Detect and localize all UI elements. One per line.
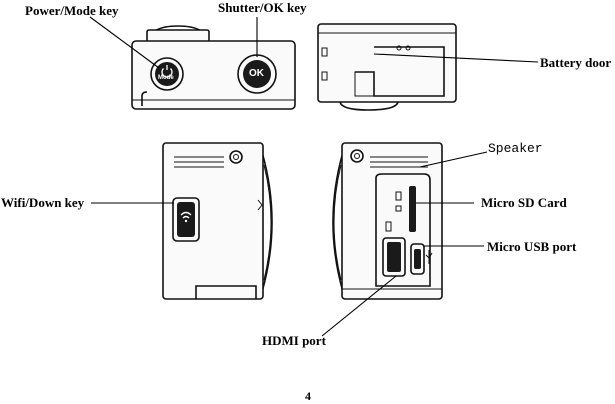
label-battery-door: Battery door xyxy=(540,55,612,70)
power-icon xyxy=(161,65,173,78)
camera-top-view xyxy=(131,25,296,110)
mode-button-text: Mode xyxy=(158,75,174,81)
label-speaker: Speaker xyxy=(488,141,543,156)
hdmi-port xyxy=(382,237,406,277)
power-mode-button[interactable] xyxy=(150,57,184,91)
label-micro-sd-card: Micro SD Card xyxy=(481,195,567,210)
wifi-icon xyxy=(180,211,192,223)
page-number: 4 xyxy=(305,389,311,403)
micro-usb-port xyxy=(410,243,425,275)
label-micro-usb-port: Micro USB port xyxy=(487,239,577,254)
wifi-down-button[interactable] xyxy=(172,197,200,242)
label-hdmi-port: HDMI port xyxy=(262,333,326,348)
label-power-mode-key: Power/Mode key xyxy=(25,3,119,18)
micro-sd-slot xyxy=(409,186,416,232)
ok-button-text: OK xyxy=(249,68,264,79)
leader-lines xyxy=(89,16,539,337)
usb-icon xyxy=(425,250,433,264)
camera-ports-side xyxy=(332,142,443,300)
camera-battery-side xyxy=(317,23,457,111)
label-wifi-down-key: Wifi/Down key xyxy=(1,195,85,210)
camera-wifi-side xyxy=(162,142,273,300)
label-shutter-ok-key: Shutter/OK key xyxy=(218,0,307,15)
